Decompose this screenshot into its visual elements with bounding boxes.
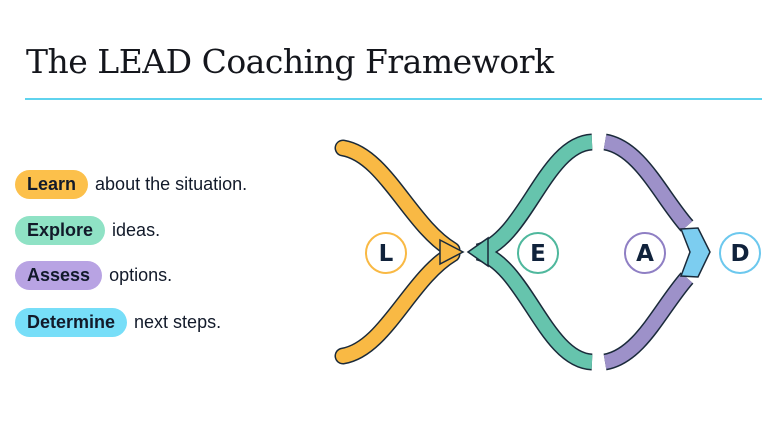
letter-l-circle: L	[365, 232, 407, 274]
svg-text:A: A	[636, 241, 654, 267]
learn-tip	[439, 238, 465, 266]
learn-arms	[334, 139, 461, 365]
determine-text: next steps.	[134, 312, 222, 332]
letter-a-circle: A	[624, 232, 666, 274]
learn-text: about the situation.	[95, 174, 248, 194]
letter-e-circle: E	[517, 232, 559, 274]
step-determine: Determine next steps.	[15, 308, 221, 337]
explore-arms	[475, 133, 594, 371]
assess-pill: Assess	[15, 261, 103, 290]
title-divider	[25, 98, 762, 100]
determine-pill: Determine	[15, 308, 128, 337]
explore-text: ideas.	[112, 220, 161, 240]
svg-text:L: L	[379, 241, 394, 267]
assess-text: options.	[109, 265, 173, 285]
svg-text:D: D	[730, 241, 749, 267]
explore-notch	[466, 236, 489, 268]
determine-chevron	[679, 227, 711, 278]
step-assess: Assess options.	[15, 261, 172, 290]
step-explore: Explore ideas.	[15, 216, 160, 245]
learn-pill: Learn	[15, 170, 89, 199]
step-learn: Learn about the situation.	[15, 170, 247, 199]
letter-d-circle: D	[719, 232, 761, 274]
page-title: The LEAD Coaching Framework	[26, 42, 554, 81]
svg-text:E: E	[530, 241, 546, 267]
assess-arms	[602, 133, 694, 371]
explore-pill: Explore	[15, 216, 106, 245]
